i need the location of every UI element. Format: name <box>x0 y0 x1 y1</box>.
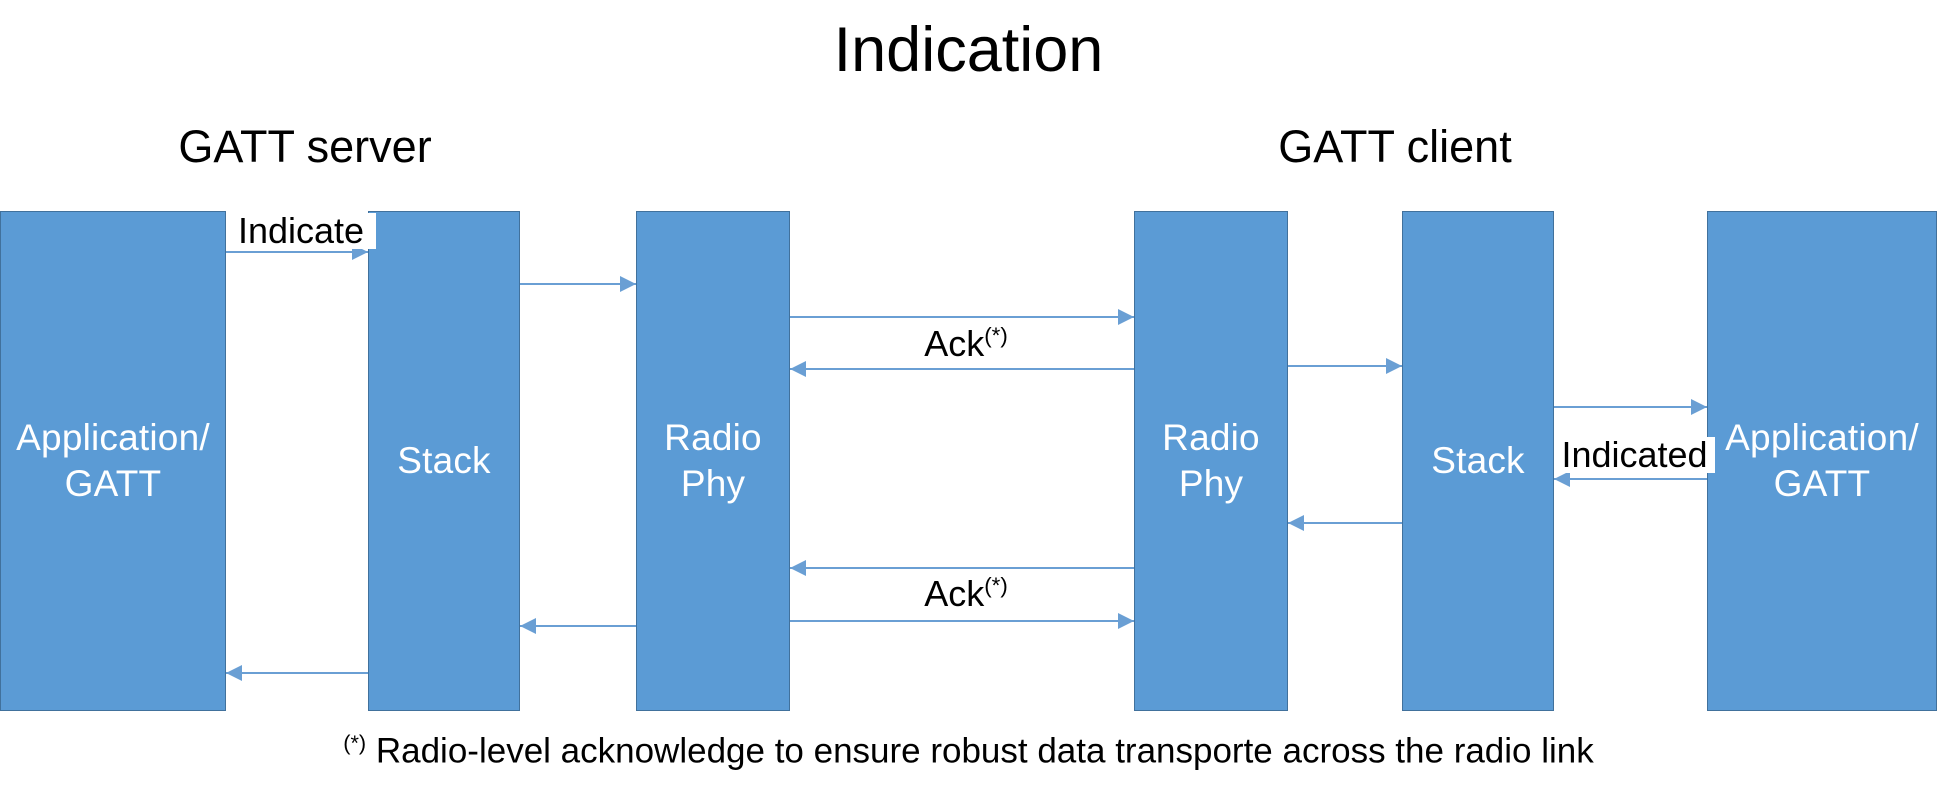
box-client-application-gatt[interactable]: Application/ GATT <box>1707 211 1937 711</box>
arrow-head <box>1386 358 1402 374</box>
arrow-head <box>1554 471 1570 487</box>
arrow-shaft <box>1288 365 1402 367</box>
arrow-shaft <box>790 368 1134 370</box>
edge-label-text: Ack <box>924 323 985 364</box>
arrow-head <box>1691 399 1707 415</box>
arrow-shaft <box>226 672 368 674</box>
role-label-gatt-server: GATT server <box>178 121 432 172</box>
box-label-line1: Radio <box>664 416 762 458</box>
box-label-line1: Stack <box>397 439 491 481</box>
footnote-text: Radio-level acknowledge to ensure robust… <box>366 731 1594 771</box>
edge-label-ack-bottom: Ack(*) <box>862 573 1070 614</box>
arrow-head <box>1288 515 1304 531</box>
edge-label-superscript: (*) <box>984 573 1008 598</box>
edge-label-indicate: Indicate <box>226 213 376 249</box>
arrow-head <box>790 560 806 576</box>
box-client-stack[interactable]: Stack <box>1402 211 1554 711</box>
arrow-shaft <box>1554 406 1707 408</box>
page-title: Indication <box>833 15 1104 85</box>
box-label-line1: Stack <box>1431 439 1525 481</box>
edge-label-ack-top: Ack(*) <box>862 323 1070 364</box>
arrow-head <box>1118 309 1134 325</box>
arrow-shaft <box>520 625 636 627</box>
arrow-shaft <box>1554 478 1707 480</box>
box-label-line2: GATT <box>1773 463 1871 504</box>
arrow-head <box>226 665 242 681</box>
edge-label-text: Ack <box>924 573 985 614</box>
box-label-line2: Phy <box>680 463 746 504</box>
box-label-line1: Radio <box>1162 416 1260 458</box>
box-server-stack[interactable]: Stack <box>368 211 520 711</box>
box-client-radio-phy[interactable]: Radio Phy <box>1134 211 1288 711</box>
arrow-shaft <box>790 620 1134 622</box>
arrow-shaft <box>790 567 1134 569</box>
role-label-gatt-client: GATT client <box>1278 121 1512 172</box>
edge-label-indicated: Indicated <box>1554 437 1715 473</box>
box-label-line2: GATT <box>64 463 162 504</box>
footnote: (*) Radio-level acknowledge to ensure ro… <box>0 730 1937 772</box>
arrow-head <box>790 361 806 377</box>
arrow-shaft <box>1288 522 1402 524</box>
arrow-shaft <box>520 283 636 285</box>
footnote-marker: (*) <box>343 730 367 755</box>
edge-label-text: Indicated <box>1561 434 1708 475</box>
box-label-line1: Application/ <box>1725 416 1919 458</box>
arrow-shaft <box>226 251 368 253</box>
arrow-head <box>1118 613 1134 629</box>
arrow-head <box>620 276 636 292</box>
edge-label-text: Indicate <box>237 210 365 251</box>
box-label-line2: Phy <box>1178 463 1244 504</box>
box-server-application-gatt[interactable]: Application/ GATT <box>0 211 226 711</box>
arrow-head <box>520 618 536 634</box>
arrow-shaft <box>790 316 1134 318</box>
box-server-radio-phy[interactable]: Radio Phy <box>636 211 790 711</box>
edge-label-superscript: (*) <box>984 323 1008 348</box>
box-label-line1: Application/ <box>16 416 210 458</box>
